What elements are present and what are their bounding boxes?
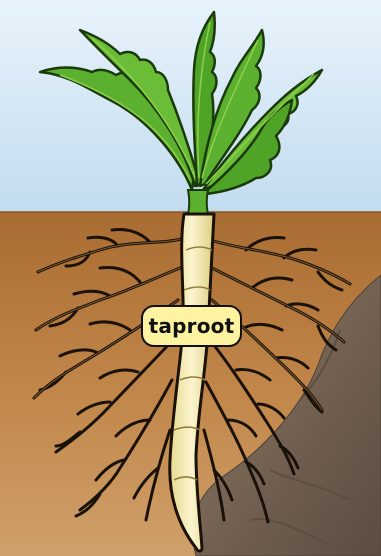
taproot-label-text: taproot (149, 314, 235, 338)
taproot-label: taproot (141, 305, 242, 347)
